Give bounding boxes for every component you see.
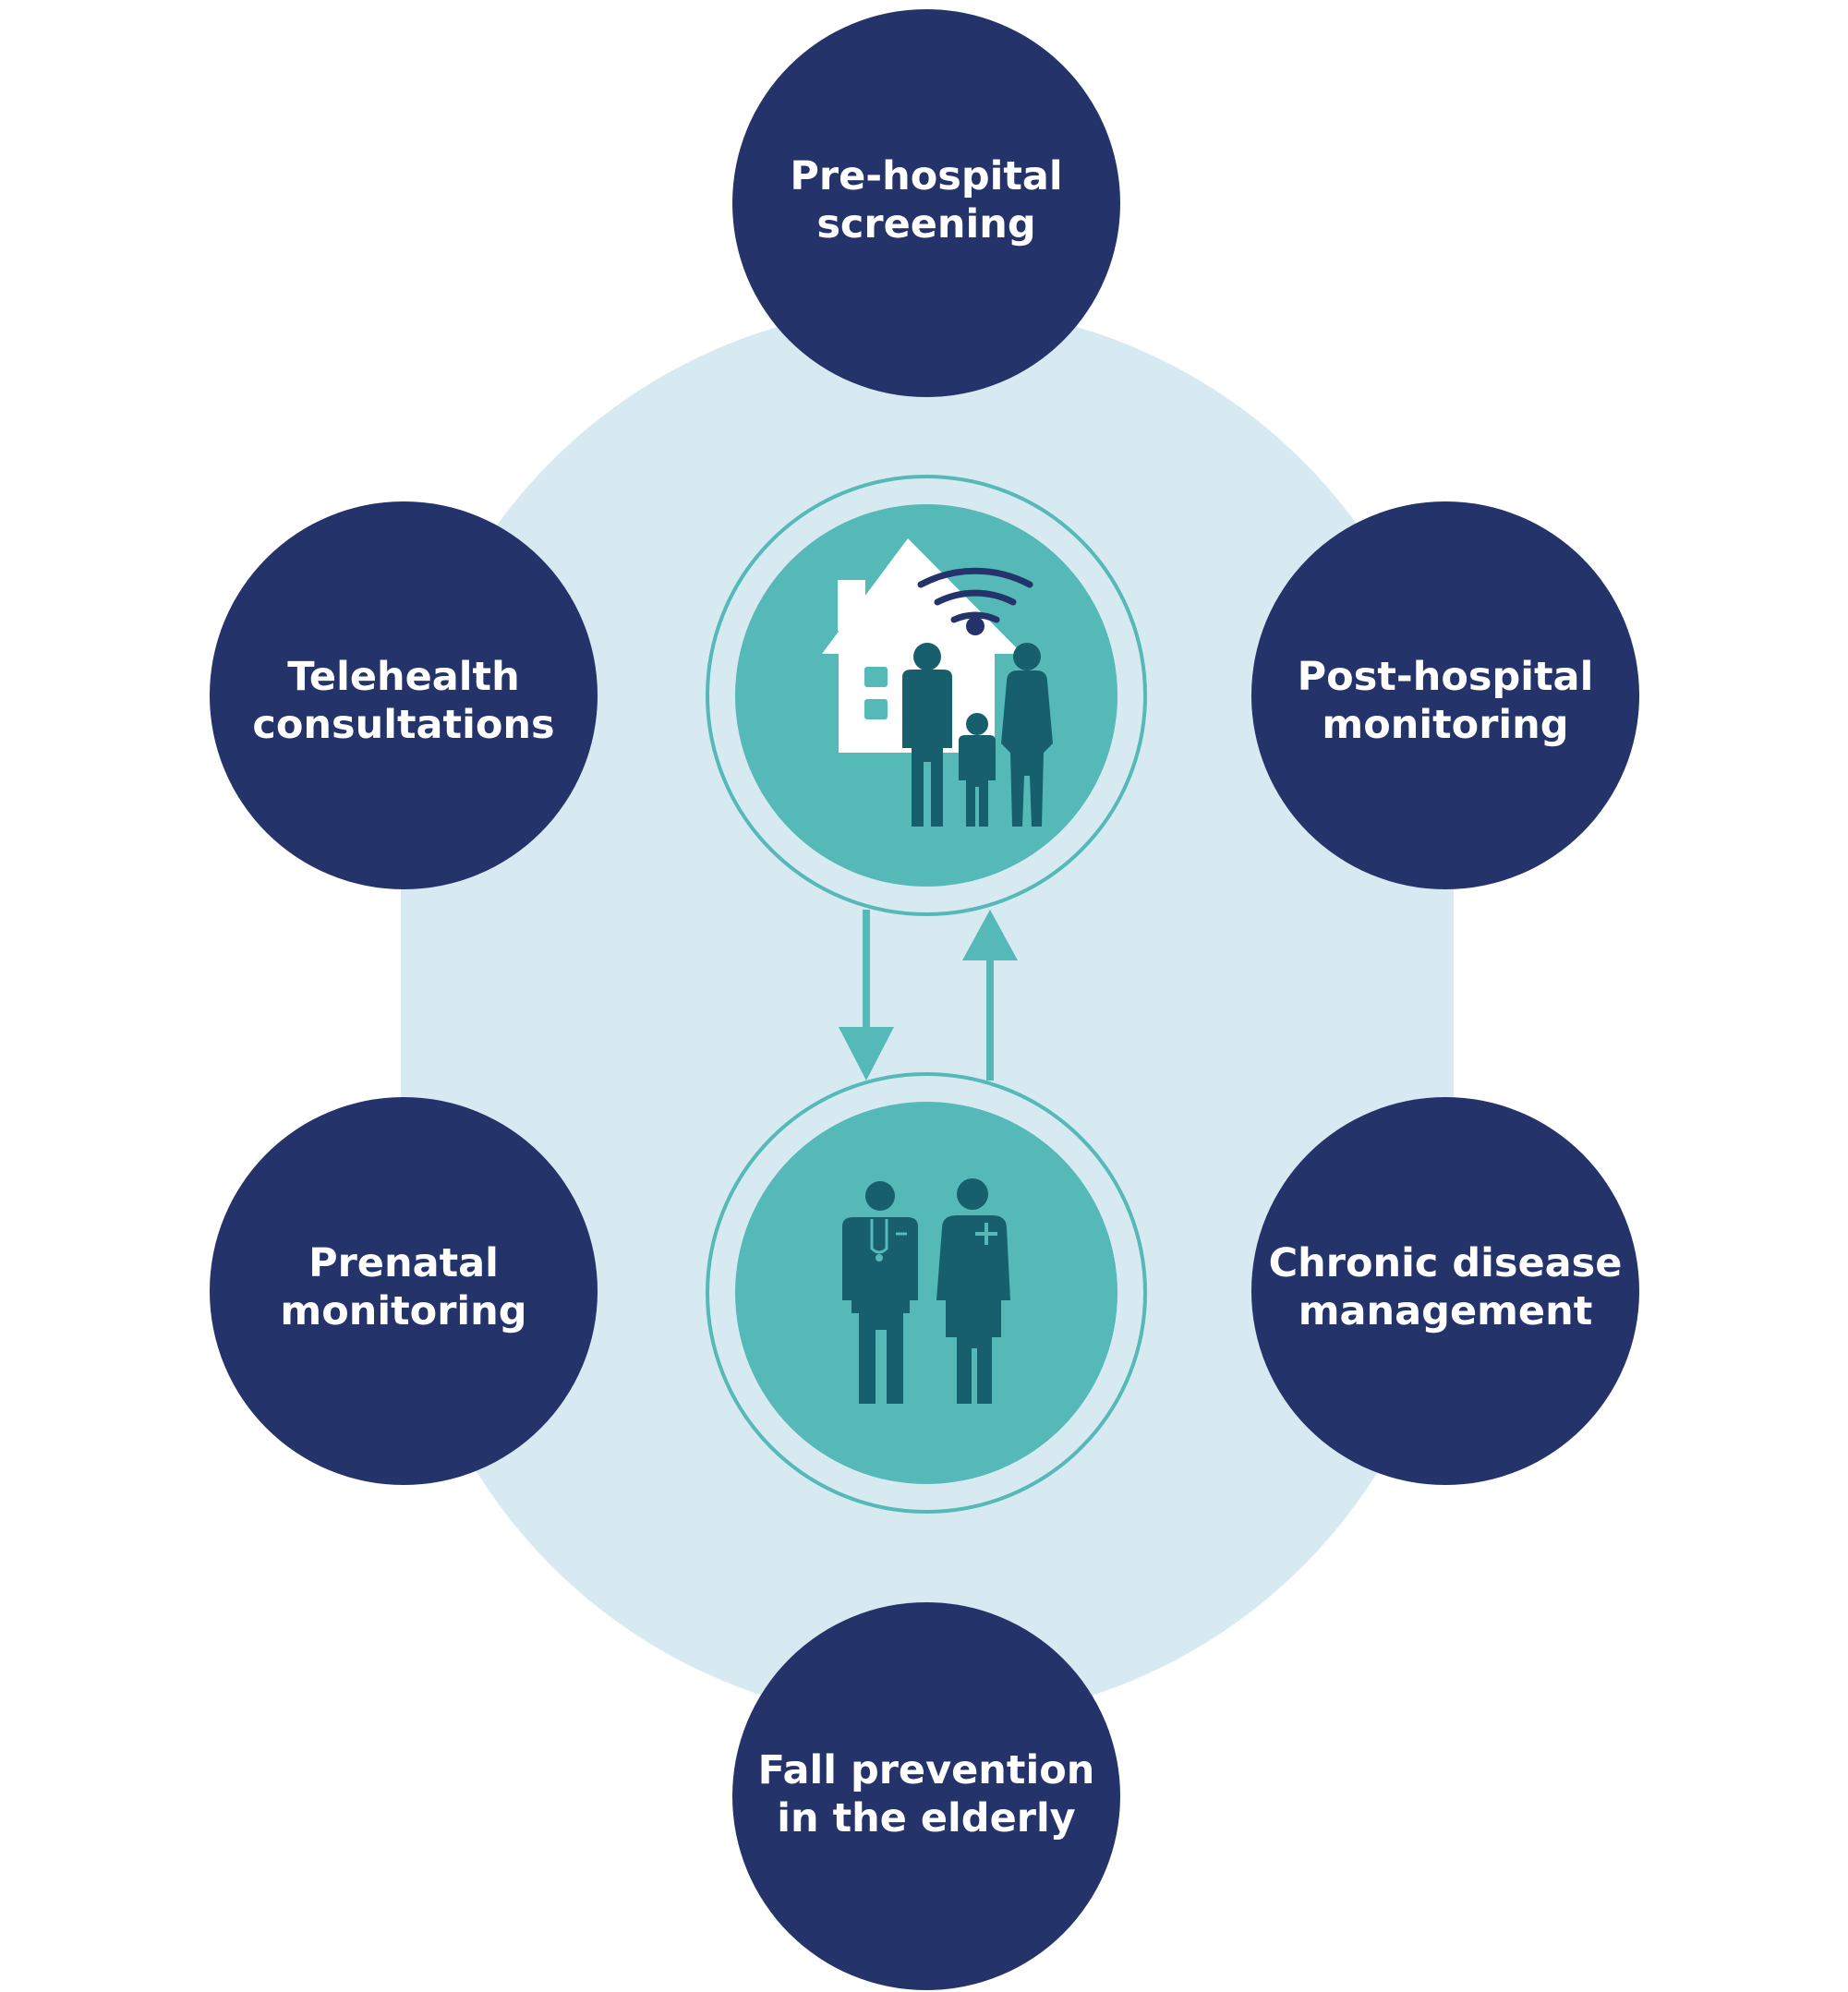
node-pre-hospital-screening: Pre-hospital screening	[732, 9, 1120, 397]
node-label-line-1: Pre-hospital	[790, 153, 1062, 199]
node-label-line-2: monitoring	[280, 1288, 526, 1334]
arrow-up-icon	[962, 910, 1018, 1081]
node-fall-prevention: Fall prevention in the elderly	[732, 1602, 1120, 1990]
node-label-line-2: screening	[816, 201, 1035, 247]
home-family-wifi-icon	[822, 538, 1053, 827]
node-label-line-1: Fall prevention	[758, 1747, 1095, 1793]
node-label-line-1: Post-hospital	[1298, 654, 1594, 700]
connector-arrows	[839, 910, 1018, 1081]
node-label-line-2: consultations	[252, 702, 554, 748]
hub-clinicians	[706, 1072, 1147, 1514]
node-label-line-1: Prenatal	[308, 1240, 499, 1286]
node-label-line-2: management	[1298, 1288, 1593, 1334]
node-label-line-1: Telehealth	[287, 654, 519, 700]
node-prenatal-monitoring: Prenatal monitoring	[210, 1097, 598, 1485]
node-label-line-2: in the elderly	[777, 1795, 1075, 1841]
node-label-line-1: Chronic disease	[1269, 1240, 1623, 1286]
hub-home	[706, 475, 1147, 916]
node-chronic-disease-management: Chronic disease management	[1251, 1097, 1639, 1485]
arrow-down-icon	[839, 910, 894, 1081]
node-telehealth-consultations: Telehealth consultations	[210, 501, 598, 889]
node-label-line-2: monitoring	[1322, 702, 1568, 748]
node-post-hospital-monitoring: Post-hospital monitoring	[1251, 501, 1639, 889]
background-capsule	[401, 305, 1454, 1722]
doctor-nurse-icon	[842, 1178, 1010, 1404]
